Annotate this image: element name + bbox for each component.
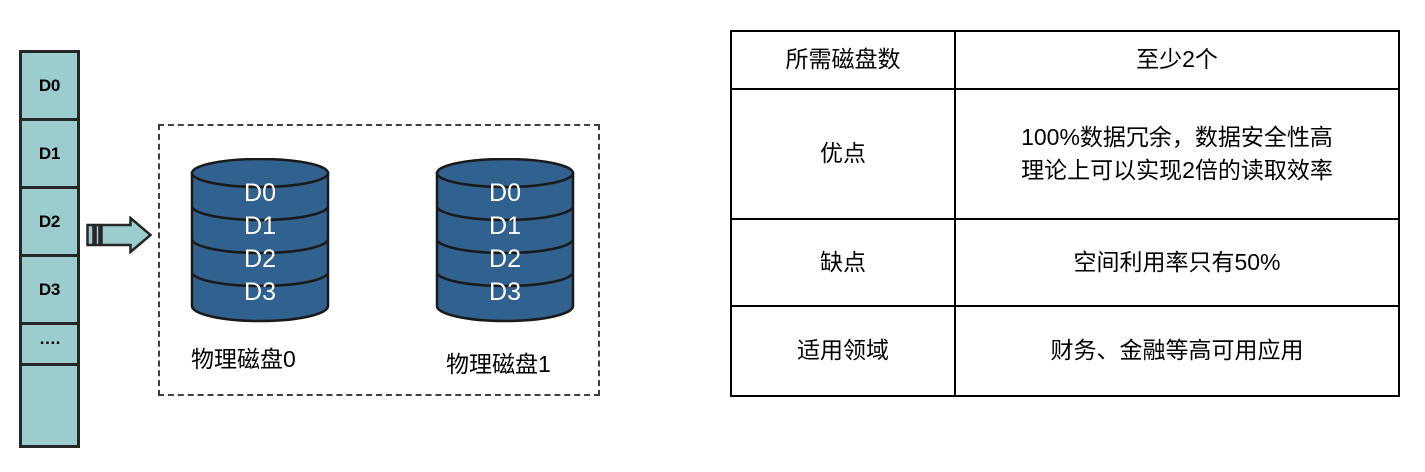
table-row: 所需磁盘数 至少2个 bbox=[730, 30, 1400, 90]
logical-block-column: D0 D1 D2 D3 …. bbox=[19, 50, 80, 448]
spec-label-usecase: 适用领域 bbox=[730, 305, 956, 397]
physical-disk-0-caption: 物理磁盘0 bbox=[191, 346, 296, 372]
spec-value-line: 财务、金融等高可用应用 bbox=[1050, 337, 1304, 364]
platter-label: D3 bbox=[489, 278, 521, 306]
logical-block-ellipsis: …. bbox=[22, 325, 77, 366]
spec-label-cons: 缺点 bbox=[730, 218, 956, 307]
physical-disk-1: D0 D1 D2 D3 bbox=[435, 158, 575, 323]
logical-block-d0: D0 bbox=[22, 53, 77, 121]
logical-block-label: D3 bbox=[38, 279, 61, 299]
platter-label: D2 bbox=[244, 245, 276, 273]
logical-block-label: D0 bbox=[38, 75, 61, 95]
platter-label: D0 bbox=[244, 179, 276, 207]
physical-disk-1-caption: 物理磁盘1 bbox=[446, 351, 551, 377]
spec-value-line: 空间利用率只有50% bbox=[1073, 248, 1281, 275]
logical-block-label: D1 bbox=[38, 143, 61, 163]
spec-value-line: 100%数据冗余，数据安全性高 bbox=[1021, 123, 1333, 150]
platter-label: D2 bbox=[489, 245, 521, 273]
spec-value-pros: 100%数据冗余，数据安全性高 理论上可以实现2倍的读取效率 bbox=[954, 88, 1400, 220]
spec-value-line: 理论上可以实现2倍的读取效率 bbox=[1021, 157, 1333, 183]
platter-label: D1 bbox=[489, 212, 521, 240]
platter-label: D1 bbox=[244, 212, 276, 240]
physical-disk-0: D0 D1 D2 D3 bbox=[190, 158, 330, 323]
logical-block-label: D2 bbox=[38, 211, 61, 231]
disk-cylinder-icon: D0 D1 D2 D3 bbox=[435, 158, 575, 323]
table-row: 缺点 空间利用率只有50% bbox=[730, 218, 1400, 307]
raid-spec-table: 所需磁盘数 至少2个 优点 100%数据冗余，数据安全性高 理论上可以实现2倍的… bbox=[730, 30, 1400, 397]
ellipsis-label: …. bbox=[38, 329, 61, 349]
spec-value-cons: 空间利用率只有50% bbox=[954, 218, 1400, 307]
logical-block-d1: D1 bbox=[22, 121, 77, 189]
table-row: 适用领域 财务、金融等高可用应用 bbox=[730, 305, 1400, 397]
platter-label: D0 bbox=[489, 179, 521, 207]
logical-block-d3: D3 bbox=[22, 257, 77, 325]
disk-cylinder-icon: D0 D1 D2 D3 bbox=[190, 158, 330, 323]
logical-block-empty bbox=[22, 366, 77, 445]
spec-value-line: 至少2个 bbox=[1136, 46, 1218, 73]
spec-value-disks: 至少2个 bbox=[954, 30, 1400, 90]
platter-label: D3 bbox=[244, 278, 276, 306]
mirror-arrow-icon bbox=[86, 216, 152, 254]
spec-label-disks: 所需磁盘数 bbox=[730, 30, 956, 90]
table-row: 优点 100%数据冗余，数据安全性高 理论上可以实现2倍的读取效率 bbox=[730, 88, 1400, 220]
raid-group-boundary bbox=[158, 124, 600, 396]
logical-block-d2: D2 bbox=[22, 189, 77, 257]
spec-value-usecase: 财务、金融等高可用应用 bbox=[954, 305, 1400, 397]
spec-label-pros: 优点 bbox=[730, 88, 956, 220]
